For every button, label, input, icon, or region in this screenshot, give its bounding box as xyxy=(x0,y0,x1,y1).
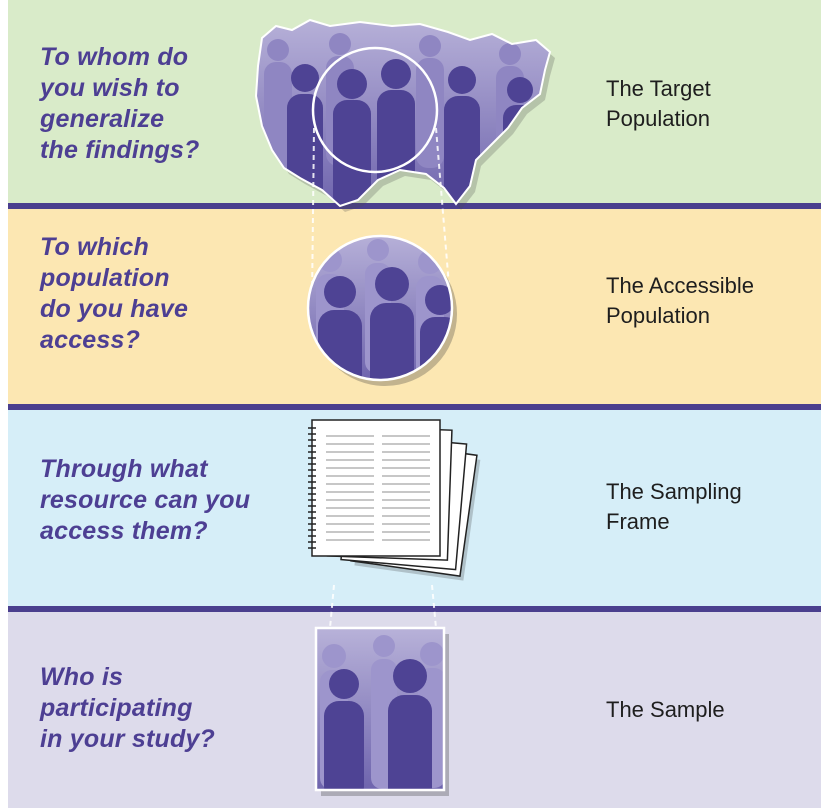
divider-2 xyxy=(8,404,821,410)
question-accessible-population: To which population do you have access? xyxy=(40,233,189,354)
square-sample-photo-icon xyxy=(314,626,449,796)
label-target-population: The Target Population xyxy=(606,76,711,131)
question-target-population: To whom do you wish to generalize the fi… xyxy=(40,43,200,164)
us-map-population-icon xyxy=(254,18,555,212)
divider-1 xyxy=(8,203,821,209)
label-accessible-population: The Accessible Population xyxy=(606,273,754,328)
question-sample: Who is participating in your study? xyxy=(40,663,216,753)
divider-3 xyxy=(8,606,821,612)
connector-lines xyxy=(311,127,451,629)
circle-population-icon xyxy=(306,234,457,386)
question-sampling-frame: Through what resource can you access the… xyxy=(40,455,251,545)
label-sample: The Sample xyxy=(606,697,725,722)
selection-circle xyxy=(311,46,439,174)
spiral-notebook-pages-icon xyxy=(308,419,481,581)
label-sampling-frame: The Sampling Frame xyxy=(606,479,742,534)
